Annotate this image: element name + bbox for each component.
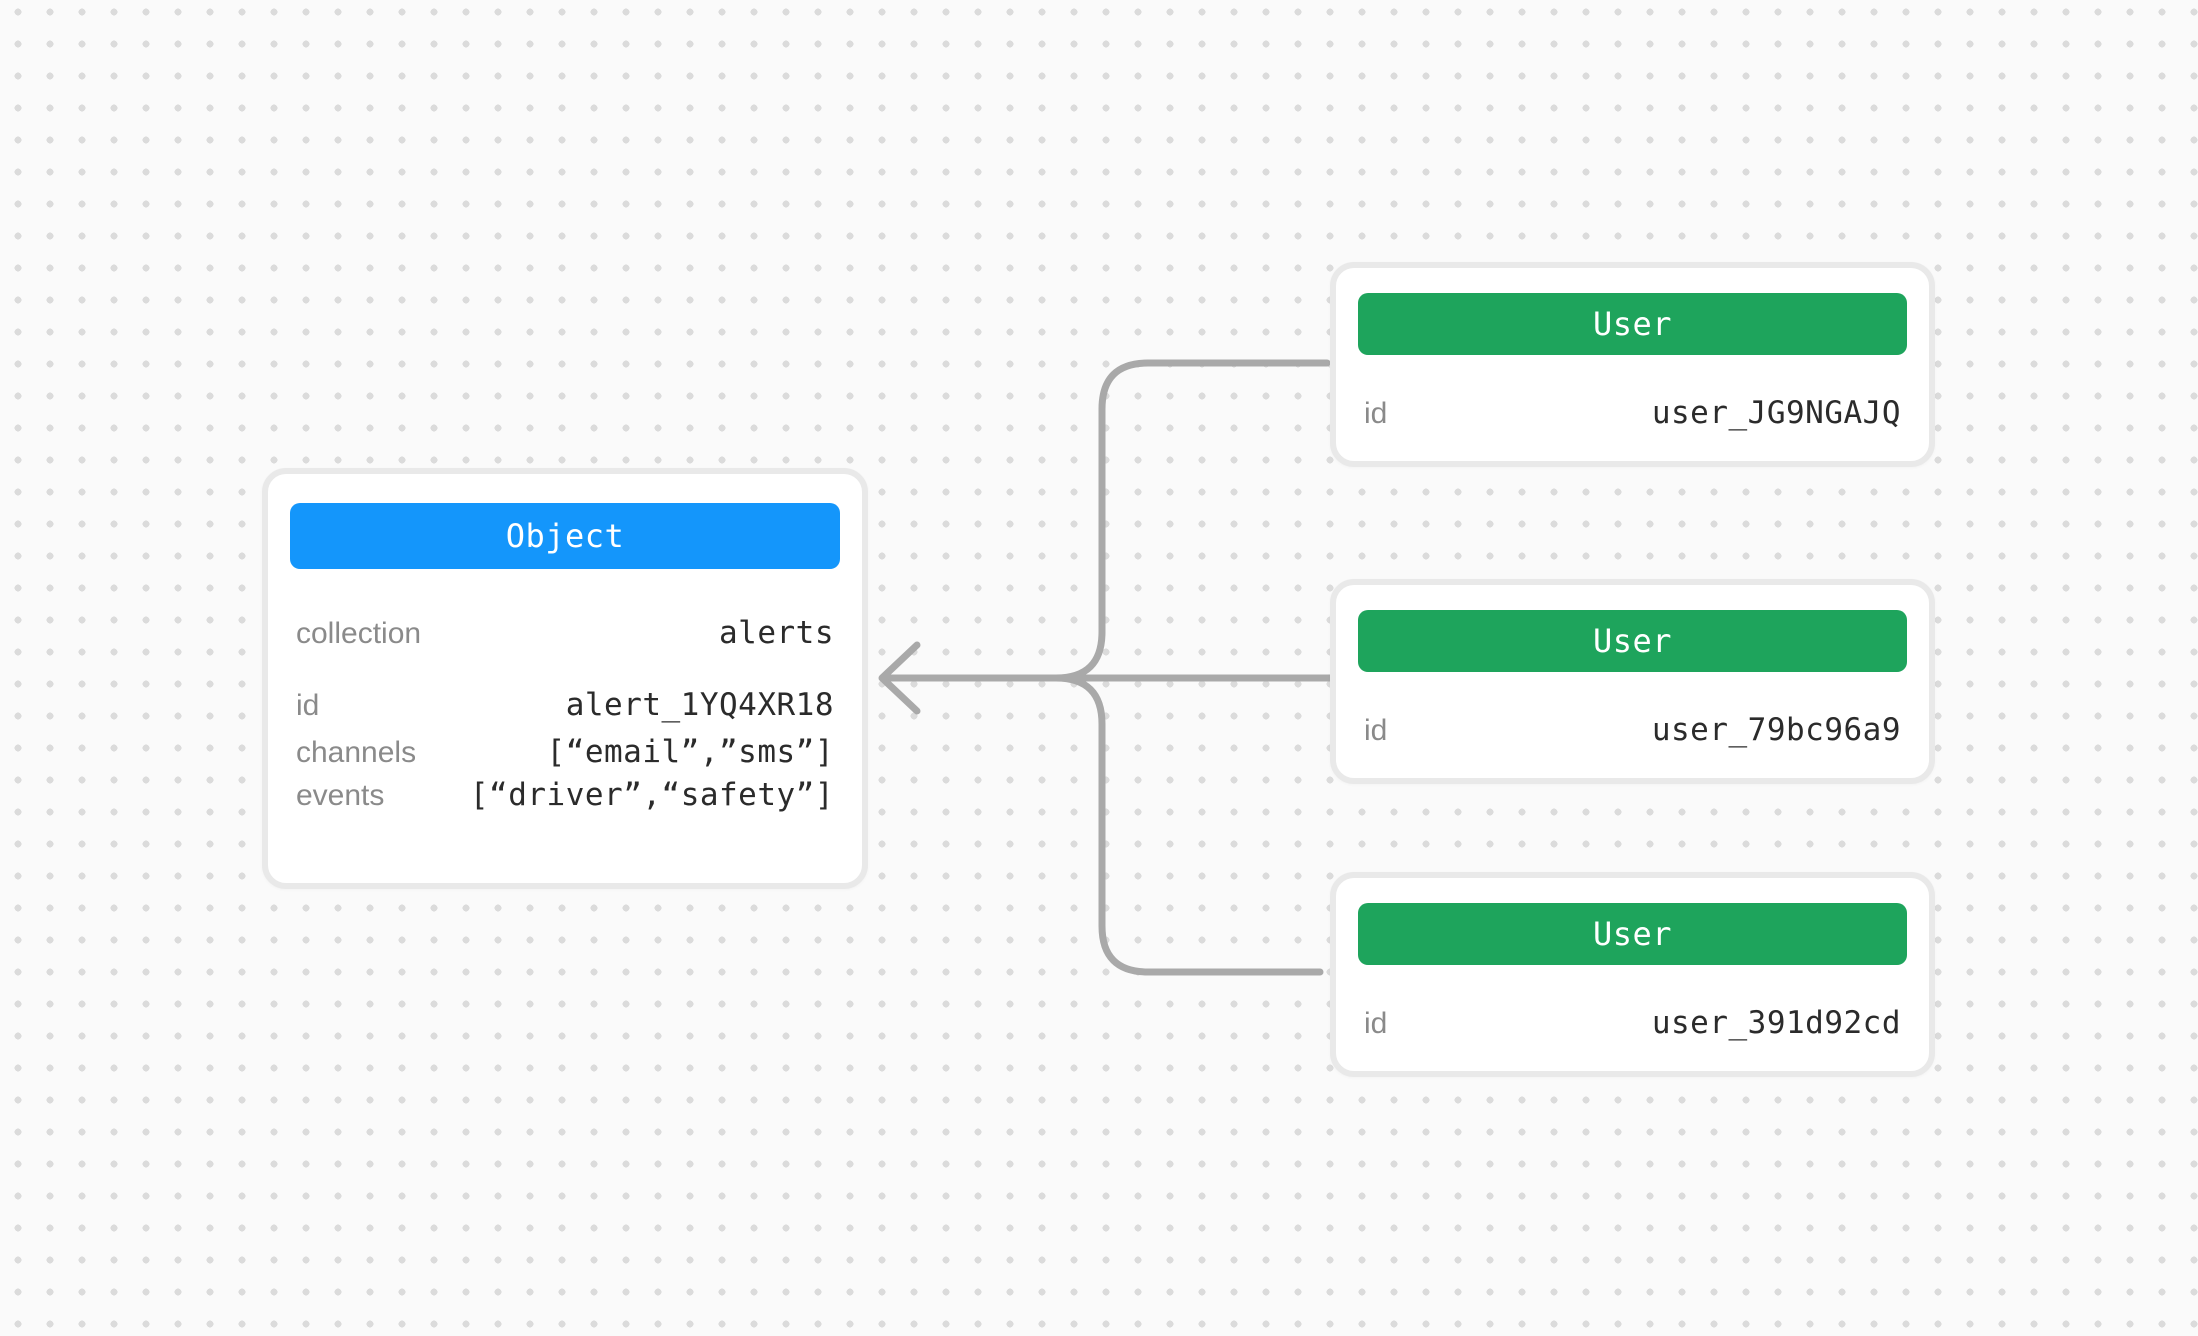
field-label: id <box>1364 714 1388 747</box>
object-field-channels: channels [“email”,”sms”] <box>296 732 834 772</box>
user-node-header: User <box>1358 293 1907 355</box>
field-value: user_JG9NGAJQ <box>1651 395 1901 431</box>
user-node-3[interactable]: User id user_391d92cd <box>1330 872 1935 1077</box>
field-value: alert_1YQ4XR18 <box>565 687 834 723</box>
field-value: [“driver”,“safety”] <box>469 777 834 813</box>
field-value: [“email”,”sms”] <box>546 734 834 770</box>
field-value: user_79bc96a9 <box>1651 712 1901 748</box>
field-label: collection <box>296 617 422 650</box>
user-node-header: User <box>1358 903 1907 965</box>
object-field-events: events [“driver”,“safety”] <box>296 775 834 815</box>
object-node[interactable]: Object collection alerts id alert_1YQ4XR… <box>262 468 868 889</box>
connector-bottom-user <box>1052 674 1324 976</box>
left-arrowhead-icon <box>878 641 921 715</box>
user-node-1[interactable]: User id user_JG9NGAJQ <box>1330 262 1935 467</box>
user-node-2[interactable]: User id user_79bc96a9 <box>1330 579 1935 784</box>
field-label: id <box>1364 397 1388 430</box>
object-field-collection: collection alerts <box>296 613 834 653</box>
user-node-header: User <box>1358 610 1907 672</box>
field-label: id <box>296 689 320 722</box>
field-label: events <box>296 779 385 812</box>
field-label: channels <box>296 736 417 769</box>
user-field-id: id user_JG9NGAJQ <box>1364 393 1901 433</box>
user-field-id: id user_79bc96a9 <box>1364 710 1901 750</box>
field-value: alerts <box>719 615 834 651</box>
field-value: user_391d92cd <box>1651 1005 1901 1041</box>
object-field-id: id alert_1YQ4XR18 <box>296 685 834 725</box>
user-field-id: id user_391d92cd <box>1364 1003 1901 1043</box>
object-node-header: Object <box>290 503 840 569</box>
connector-top-user <box>1052 359 1331 682</box>
field-label: id <box>1364 1007 1388 1040</box>
